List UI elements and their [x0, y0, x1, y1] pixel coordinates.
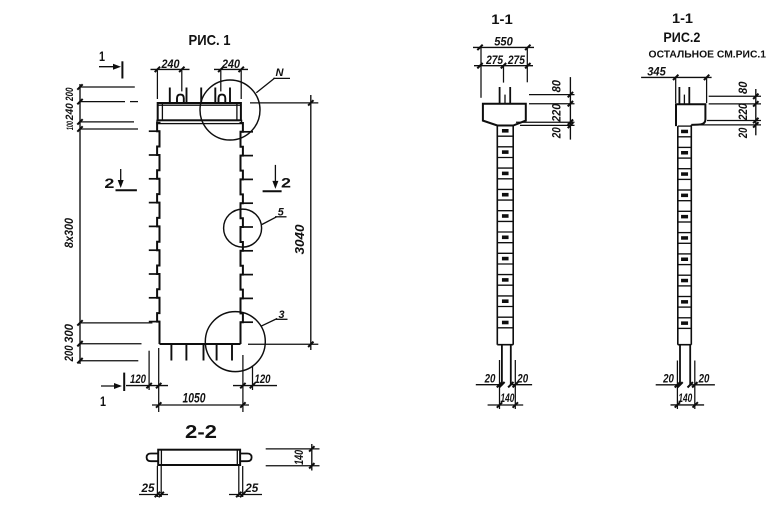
svg-text:20: 20: [662, 371, 674, 385]
svg-text:8x300: 8x300: [64, 217, 76, 248]
svg-text:РИС.2: РИС.2: [663, 30, 700, 45]
svg-text:275: 275: [507, 53, 525, 67]
svg-text:220: 220: [550, 103, 564, 122]
svg-text:3040: 3040: [292, 224, 307, 255]
svg-text:1: 1: [100, 393, 106, 409]
svg-text:550: 550: [494, 35, 513, 49]
svg-text:200: 200: [64, 87, 76, 102]
svg-text:2-2: 2-2: [185, 422, 217, 442]
svg-text:N: N: [276, 67, 285, 79]
svg-text:300: 300: [62, 324, 76, 343]
svg-text:20: 20: [698, 371, 710, 385]
svg-text:25: 25: [141, 481, 155, 495]
svg-text:275: 275: [485, 53, 503, 67]
svg-text:1: 1: [99, 48, 105, 64]
svg-text:200: 200: [62, 345, 76, 362]
svg-text:20: 20: [516, 371, 528, 385]
svg-text:1-1: 1-1: [491, 12, 513, 27]
svg-text:140: 140: [678, 391, 692, 405]
svg-text:100: 100: [65, 121, 75, 130]
svg-text:1-1: 1-1: [672, 11, 694, 26]
svg-text:120: 120: [130, 372, 146, 386]
svg-text:20: 20: [550, 127, 564, 139]
svg-text:1050: 1050: [183, 391, 206, 406]
svg-text:3: 3: [279, 309, 285, 321]
svg-text:220: 220: [736, 103, 750, 121]
svg-text:РИС. 1: РИС. 1: [189, 32, 231, 49]
svg-text:20: 20: [484, 371, 496, 385]
svg-text:240: 240: [161, 57, 180, 71]
svg-text:20: 20: [736, 127, 750, 139]
svg-text:25: 25: [244, 481, 258, 495]
svg-text:80: 80: [550, 80, 564, 93]
svg-text:120: 120: [255, 372, 271, 386]
svg-text:140: 140: [501, 391, 515, 405]
svg-text:345: 345: [647, 65, 666, 79]
svg-text:140: 140: [292, 450, 306, 465]
svg-text:5: 5: [278, 206, 285, 218]
svg-text:2: 2: [281, 175, 291, 191]
svg-text:ОСТАЛЬНОЕ СМ.РИС.1: ОСТАЛЬНОЕ СМ.РИС.1: [649, 49, 767, 61]
svg-text:80: 80: [736, 81, 750, 94]
svg-text:240: 240: [64, 102, 76, 121]
svg-text:2: 2: [104, 175, 114, 191]
svg-text:240: 240: [221, 57, 240, 71]
